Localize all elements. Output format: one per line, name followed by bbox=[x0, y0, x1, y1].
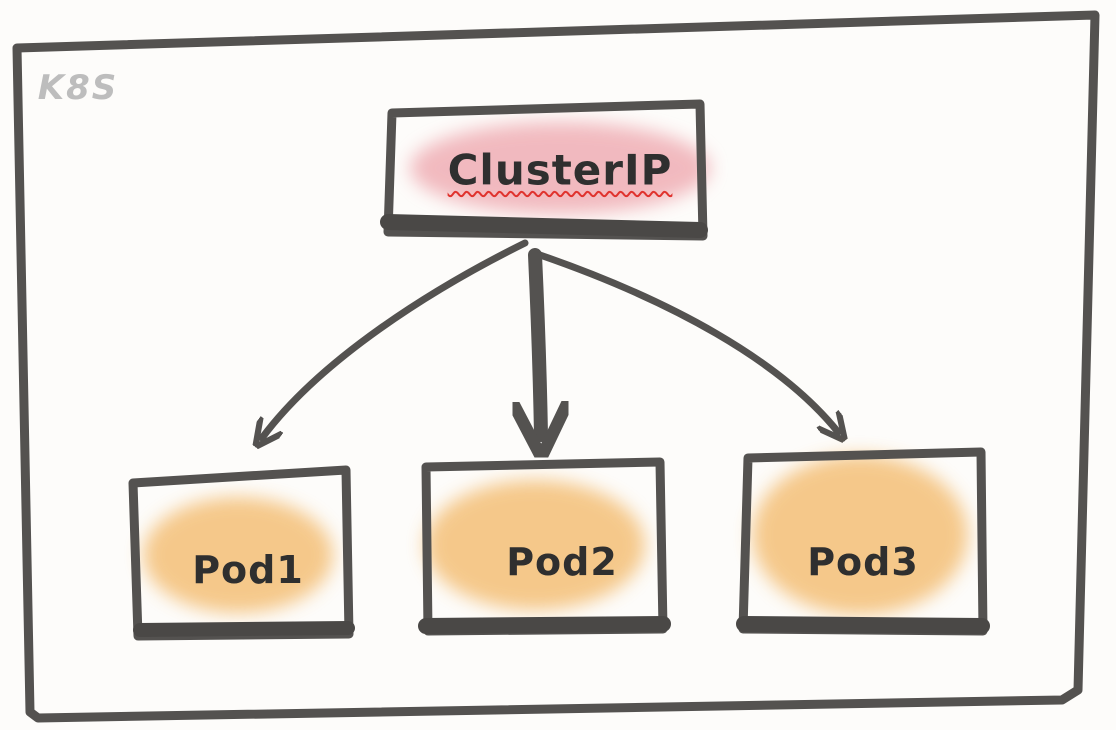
pod3-label: Pod3 bbox=[807, 540, 919, 584]
service-label: ClusterIP bbox=[447, 145, 673, 195]
cluster-frame bbox=[12, 10, 1100, 723]
arrow-to-pod3 bbox=[536, 251, 838, 432]
pod1-label: Pod1 bbox=[192, 548, 304, 592]
pod3-node bbox=[736, 447, 990, 636]
service-node bbox=[380, 99, 710, 241]
pod2-highlight bbox=[425, 480, 645, 610]
pod2-label: Pod2 bbox=[506, 540, 618, 584]
pod1-highlight bbox=[143, 497, 333, 613]
cluster-label: K8S bbox=[37, 68, 119, 108]
pod2-node bbox=[418, 457, 671, 636]
pod1-node bbox=[128, 465, 355, 641]
arrow-to-pod1 bbox=[262, 239, 529, 438]
service-highlight bbox=[410, 122, 710, 214]
arrow-to-pod2 bbox=[535, 248, 541, 435]
pod3-highlight bbox=[752, 455, 968, 615]
